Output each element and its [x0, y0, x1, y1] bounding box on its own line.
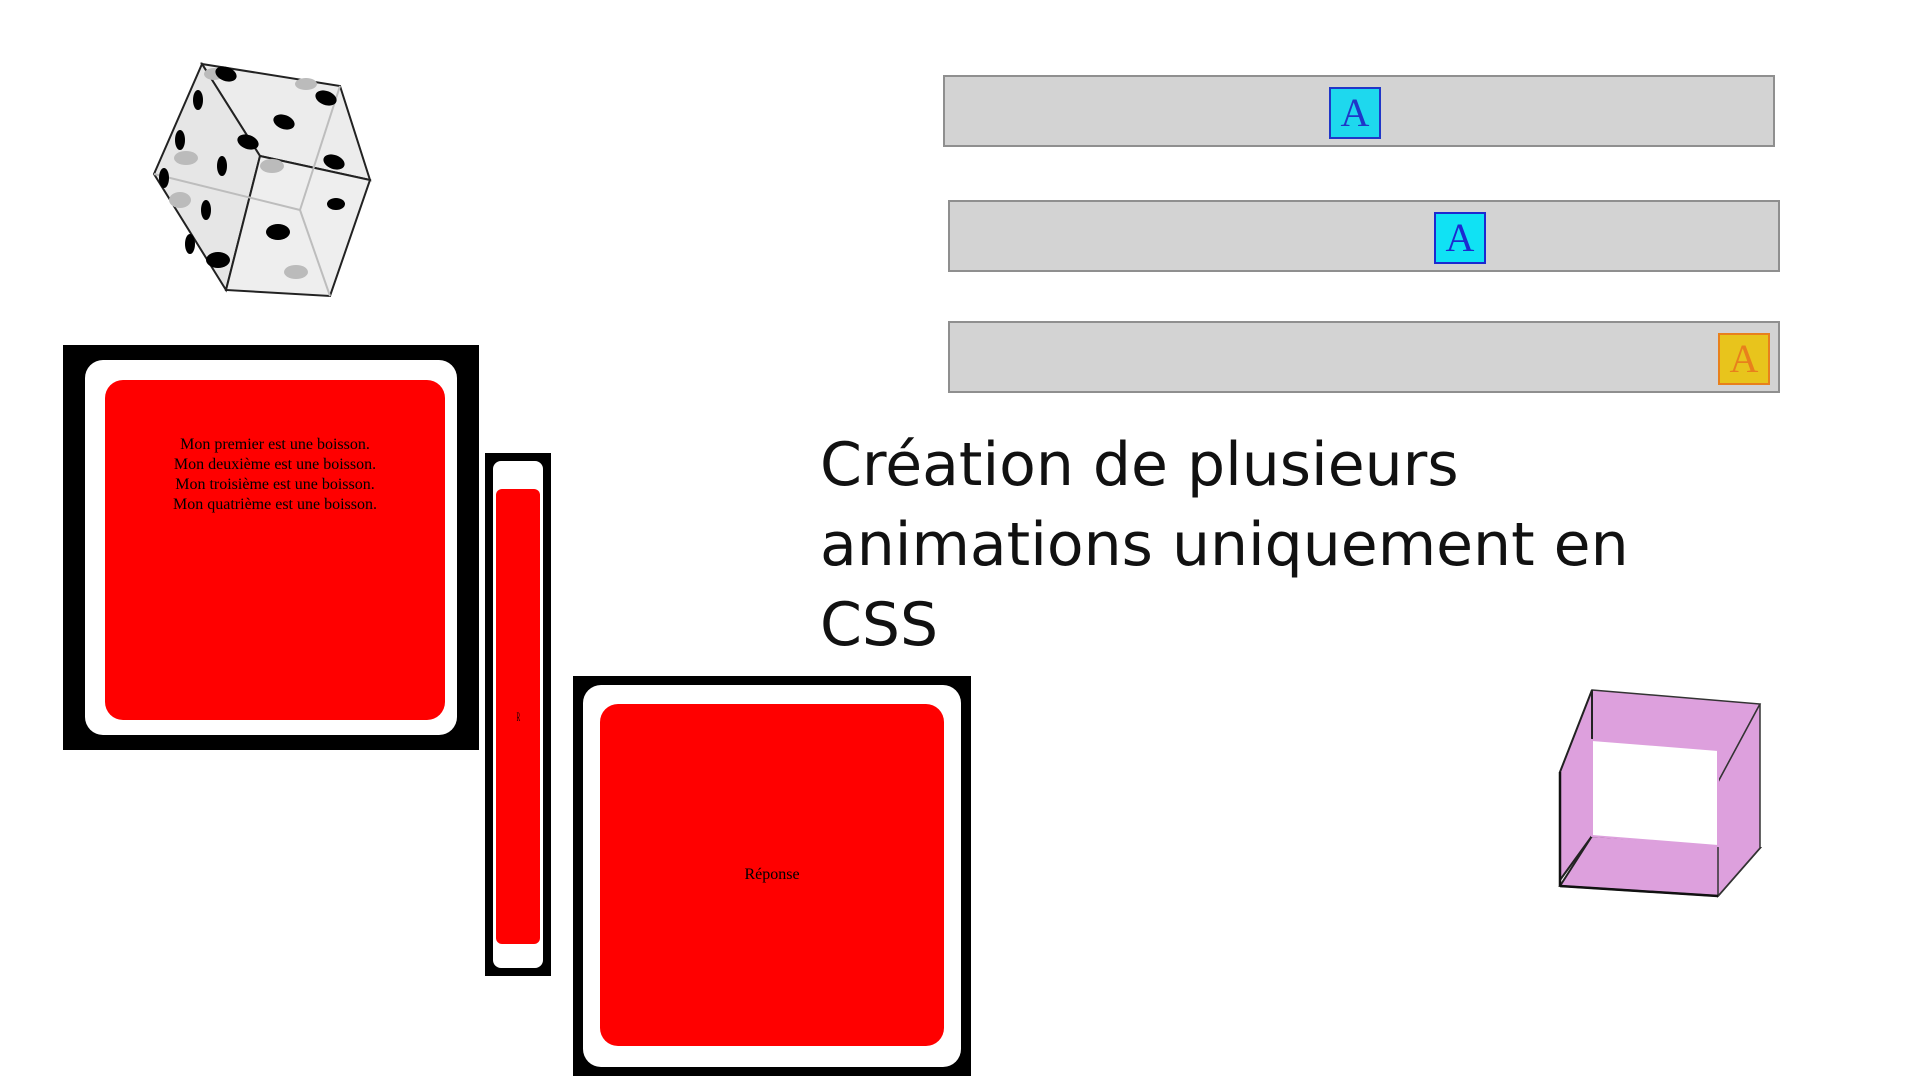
card-border: Mon premier est une boisson. Mon deuxièm…	[85, 360, 457, 735]
animation-track-1: A	[943, 75, 1775, 147]
riddle-card: Mon premier est une boisson. Mon deuxièm…	[63, 345, 479, 750]
card-face: Mon premier est une boisson. Mon deuxièm…	[105, 380, 445, 720]
flipping-card: R	[485, 453, 551, 976]
card-face: Réponse	[600, 704, 944, 1046]
flipping-card-text: R	[516, 708, 520, 724]
riddle-line: Mon deuxième est une boisson.	[173, 456, 377, 473]
riddle-line: Mon troisième est une boisson.	[175, 476, 375, 493]
page-title: Création de plusieurs animations uniquem…	[820, 430, 1629, 660]
answer-card: Réponse	[573, 676, 971, 1076]
riddle-line: Mon premier est une boisson.	[180, 436, 370, 453]
card-face: R	[496, 489, 540, 944]
moving-letter-box: A	[1329, 87, 1381, 139]
moving-letter-box: A	[1718, 333, 1770, 385]
answer-text: Réponse	[744, 866, 800, 883]
dice-icon	[152, 61, 372, 298]
animation-track-2: A	[948, 200, 1780, 272]
card-border: Réponse	[583, 685, 961, 1067]
cube-icon	[1558, 689, 1763, 898]
moving-letter-box: A	[1434, 212, 1486, 264]
card-border: R	[493, 461, 543, 968]
riddle-line: Mon quatrième est une boisson.	[173, 496, 377, 513]
animation-track-3: A	[948, 321, 1780, 393]
